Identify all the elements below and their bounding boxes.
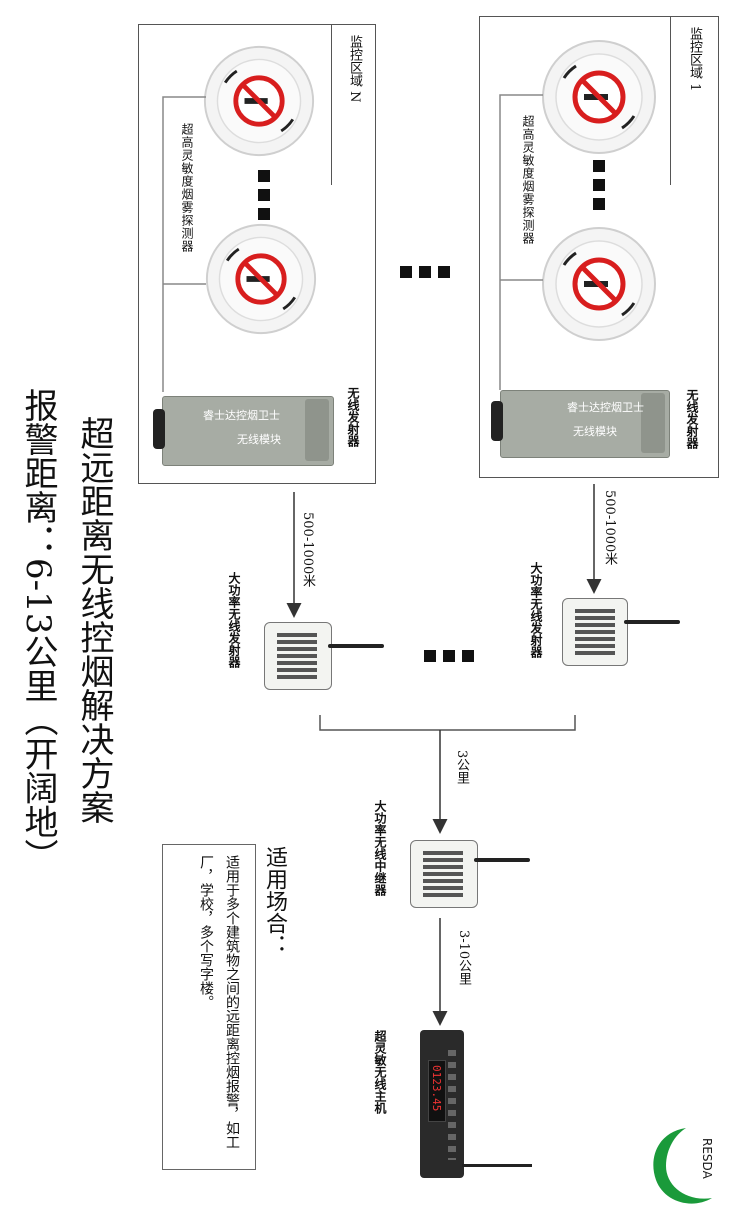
subtitle: 报警距离：6-13公里（开阔地） [18,388,58,873]
module-name-text: 无线模块 [237,433,281,446]
module-brand-text: 睿士达控烟卫士 [567,401,644,414]
antenna-icon [328,644,384,648]
smoke-detector-icon [540,225,658,347]
zone-1-distance-label: 500-1000米 [602,490,617,566]
terminal-strip-icon [423,851,463,897]
zone-1-sensor-label: 超高灵敏度烟雾探测器 [521,115,535,245]
relay-label: 大功率无线中继器 [373,800,387,896]
ellipsis-dots-icon [258,170,270,220]
zone-n-label: 监控区域 N [347,35,362,103]
logo-brand-cn: 睿士达 [681,1148,695,1184]
ellipsis-dots-icon [593,160,605,210]
logo-brand-en: RESDA [700,1138,714,1179]
smoke-detector-icon [204,222,318,340]
zone-n-distance-label: 500-1000米 [300,512,315,588]
smoke-detector-icon [202,44,316,162]
high-power-relay [410,840,478,908]
merge-distance-label: 3公里 [454,750,469,785]
main-title: 超远距离无线控烟解决方案 [74,416,114,824]
module-cap-icon [305,399,329,461]
zone-n-transmitter-label: 无线发射器 [346,387,360,447]
high-power-tx-n-label: 大功率无线发射器 [227,572,241,668]
zone-1-wiring [499,94,543,390]
high-power-tx-1-label: 大功率无线发射器 [529,562,543,658]
module-name-text: 无线模块 [573,425,617,438]
host-label: 超灵敏无线主机 [373,1030,387,1114]
module-cable-icon [153,409,165,449]
terminal-strip-icon [277,633,317,679]
zone-1-label-divider [670,17,671,185]
terminal-strip-icon [575,609,615,655]
zone-1-transmitter-label: 无线发射器 [685,389,699,449]
host-display: 0123.45 [428,1060,446,1122]
zone-n-sensor-label: 超高灵敏度烟雾探测器 [180,123,194,253]
relay-distance-label: 3-10公里 [456,930,471,986]
resda-logo: RESDA 睿士达 [646,1122,726,1210]
antenna-icon [474,858,530,862]
ellipsis-dots-icon [400,266,450,278]
host-display-value: 0123.45 [430,1065,443,1112]
high-power-transmitter-n [264,622,332,690]
antenna-icon [462,1164,532,1167]
zone-1-wireless-module: 睿士达控烟卫士 无线模块 [491,390,670,458]
module-cap-icon [641,393,665,453]
applicable-text: 适用于多个建筑物之间的远距离控烟报警，如工厂，学校，多个写字楼。 [198,855,240,1149]
logo-swoosh-icon [653,1128,712,1204]
zone-1-label: 监控区域 1 [687,27,702,92]
applicable-box: 适用于多个建筑物之间的远距离控烟报警，如工厂，学校，多个写字楼。 [162,844,256,1170]
antenna-icon [624,620,680,624]
high-power-transmitter-1 [562,598,628,666]
host-buttons-icon [448,1050,456,1160]
applicable-heading: 适用场合： [262,846,287,956]
module-cable-icon [491,401,503,441]
zone-n-wireless-module: 睿士达控烟卫士 无线模块 [153,396,334,466]
module-brand-text: 睿士达控烟卫士 [203,409,280,422]
zone-n-wiring [162,96,206,392]
zone-n-label-divider [331,25,332,185]
wireless-host-device: 0123.45 [420,1030,464,1178]
smoke-detector-icon [540,38,658,160]
ellipsis-dots-icon [424,650,474,662]
